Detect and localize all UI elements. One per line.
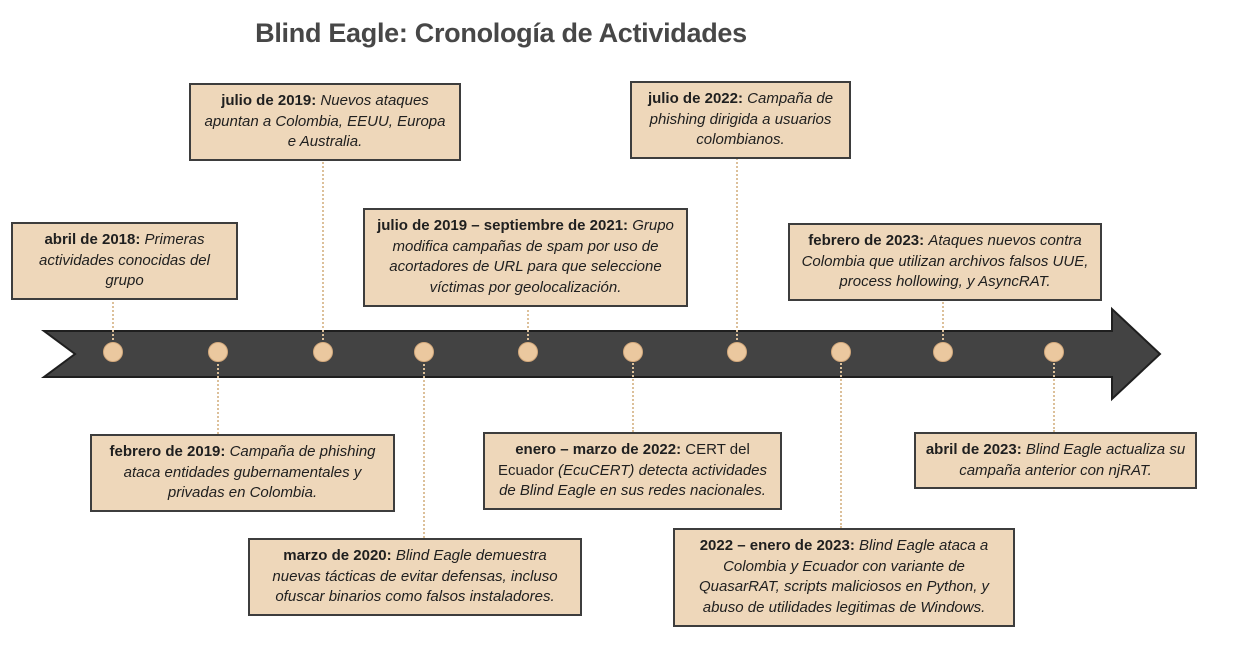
connector-line — [527, 305, 529, 348]
event-description: Campaña de phishing ataca entidades gube… — [123, 443, 376, 502]
event-description: Nuevos ataques apuntan a Colombia, EEUU,… — [204, 92, 446, 151]
event-description: Campaña de phishing dirigida a usuarios … — [649, 90, 834, 149]
timeline-dot — [623, 342, 643, 362]
event-plain-text: CERT del Ecuador — [497, 441, 750, 479]
event-date: julio de 2019: — [221, 92, 317, 109]
timeline-dot — [831, 342, 851, 362]
event-box-marzo-2020: marzo de 2020: Blind Eagle demuestra nue… — [248, 538, 582, 617]
connector-line — [736, 158, 738, 348]
connector-line — [1053, 356, 1055, 432]
timeline-dot — [933, 342, 953, 362]
connector-line — [423, 356, 425, 538]
connector-line — [112, 295, 114, 348]
event-date: marzo de 2020: — [283, 547, 392, 564]
event-box-2022-enero-2023: 2022 – enero de 2023: Blind Eagle ataca … — [673, 528, 1015, 627]
event-date: febrero de 2023: — [808, 232, 925, 249]
timeline-dot — [208, 342, 228, 362]
event-box-febrero-2023: febrero de 2023: Ataques nuevos contra C… — [788, 223, 1102, 302]
event-date: abril de 2023: — [925, 441, 1022, 458]
event-box-febrero-2019: febrero de 2019: Campaña de phishing ata… — [90, 434, 395, 513]
event-box-julio-2022: julio de 2022: Campaña de phishing dirig… — [630, 81, 851, 160]
event-description: Grupo modifica campañas de spam por uso … — [389, 217, 674, 297]
timeline-dot — [103, 342, 123, 362]
event-description: Blind Eagle ataca a Colombia y Ecuador c… — [698, 537, 990, 617]
event-box-julio-2019-septiembre-2021: julio de 2019 – septiembre de 2021: Grup… — [363, 208, 688, 307]
connector-line — [632, 356, 634, 432]
event-description: Blind Eagle demuestra nuevas tácticas de… — [272, 547, 558, 606]
timeline-dot — [518, 342, 538, 362]
event-box-abril-2018: abril de 2018: Primeras actividades cono… — [11, 222, 238, 301]
event-date: julio de 2019 – septiembre de 2021: — [377, 217, 629, 234]
event-box-julio-2019: julio de 2019: Nuevos ataques apuntan a … — [189, 83, 461, 162]
event-description: Blind Eagle actualiza su campaña anterio… — [959, 441, 1186, 479]
connector-line — [217, 356, 219, 434]
timeline-dot — [313, 342, 333, 362]
timeline-dot — [1044, 342, 1064, 362]
event-date: 2022 – enero de 2023: — [699, 537, 855, 554]
timeline-dot — [414, 342, 434, 362]
event-description: Primeras actividades conocidas del grupo — [39, 231, 210, 290]
event-box-enero-marzo-2022: enero – marzo de 2022: CERT del Ecuador … — [483, 432, 782, 511]
event-description: (EcuCERT) detecta actividades de Blind E… — [499, 461, 768, 500]
page-title: Blind Eagle: Cronología de Actividades — [255, 18, 747, 48]
connector-line — [942, 294, 944, 348]
event-box-abril-2023: abril de 2023: Blind Eagle actualiza su … — [914, 432, 1197, 490]
connector-line — [322, 162, 324, 348]
event-date: abril de 2018: — [44, 231, 141, 248]
timeline-dot — [727, 342, 747, 362]
event-description: Ataques nuevos contra Colombia que utili… — [801, 232, 1089, 291]
connector-line — [840, 356, 842, 528]
event-date: julio de 2022: — [647, 90, 743, 107]
event-date: febrero de 2019: — [109, 443, 226, 460]
event-date: enero – marzo de 2022: — [515, 441, 682, 458]
